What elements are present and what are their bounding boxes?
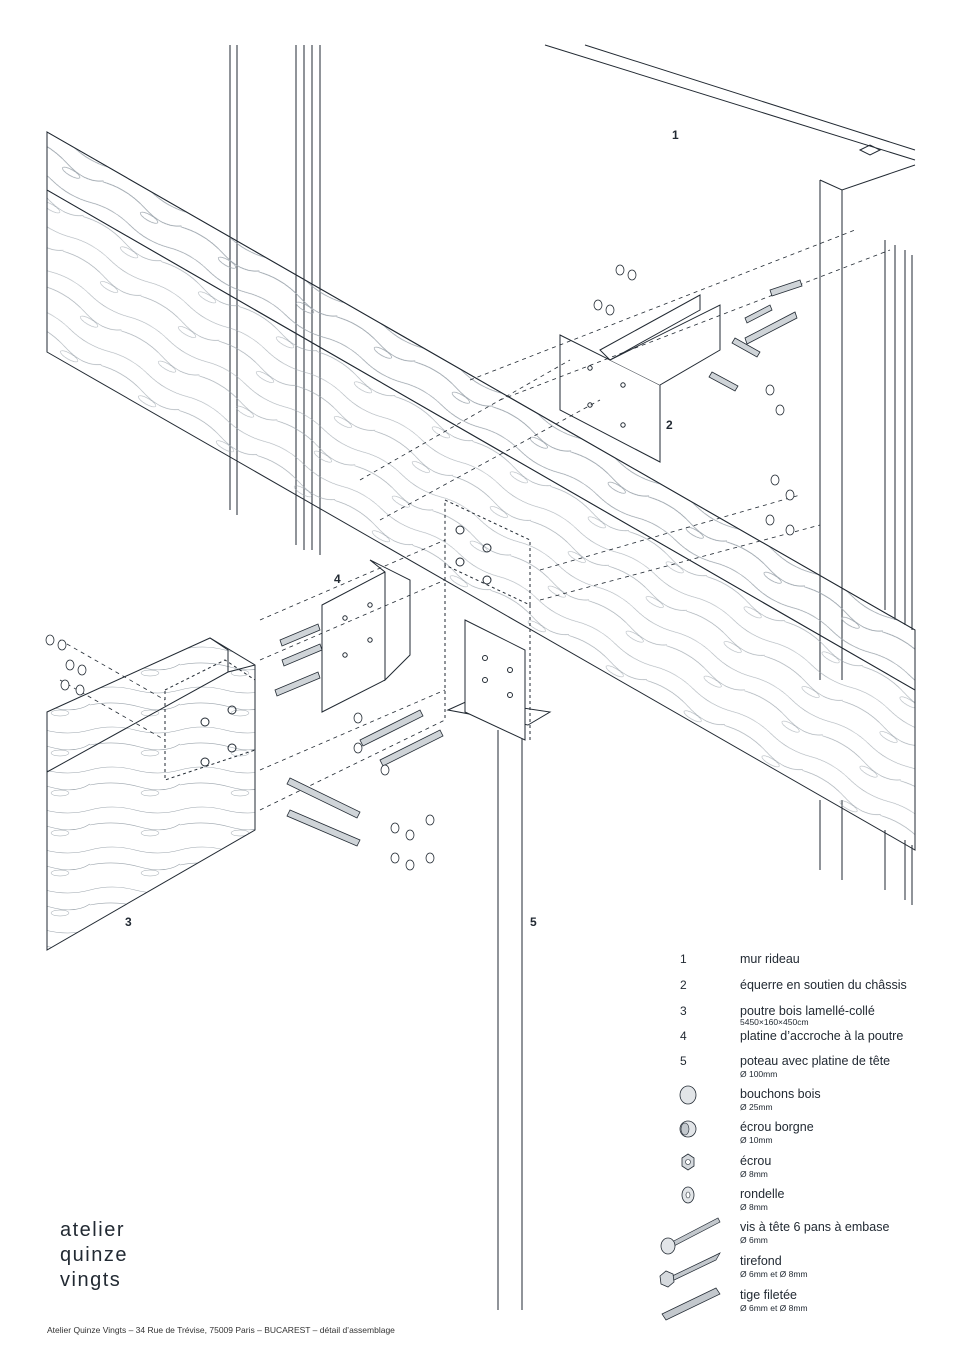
threaded-rod-icon <box>661 1287 721 1321</box>
legend-label: tige filetée <box>740 1288 797 1302</box>
legend-label: poteau avec platine de tête <box>740 1054 891 1068</box>
lag-screw-icon <box>659 1252 721 1288</box>
legend-sub: Ø 8mm <box>740 1169 768 1179</box>
hex-flange-screw-icon <box>660 1217 721 1255</box>
callout-2: 2 <box>666 418 673 432</box>
nuts-and-washers <box>45 264 795 871</box>
bracket <box>559 294 721 463</box>
callout-1: 1 <box>672 128 679 142</box>
hidden-notch <box>164 499 531 781</box>
legend-label: mur rideau <box>740 952 800 966</box>
legend-sub: Ø 100mm <box>740 1069 778 1079</box>
washer-icon <box>681 1186 695 1204</box>
nut-icon <box>681 1153 695 1171</box>
post <box>497 730 523 1310</box>
legend-label: rondelle <box>740 1187 785 1201</box>
post-head-plate <box>446 619 552 741</box>
legend-sub: Ø 8mm <box>740 1202 768 1212</box>
legend-label: écrou <box>740 1154 772 1168</box>
assembly-axes <box>59 229 891 811</box>
beam-plate <box>321 559 411 713</box>
legend-sub: Ø 25mm <box>740 1102 773 1112</box>
secondary-beam <box>46 637 256 951</box>
brand-line: vingts <box>60 1269 122 1291</box>
legend-label: poutre bois lamellé-collé <box>740 1004 875 1018</box>
callout-4: 4 <box>334 572 341 586</box>
brand-line: atelier <box>60 1219 125 1241</box>
legend-sub: Ø 6mm et Ø 8mm <box>740 1303 808 1313</box>
wood-plug-icon <box>679 1085 697 1105</box>
legend-sub: Ø 10mm <box>740 1135 773 1145</box>
legend-label: écrou borgne <box>740 1120 814 1134</box>
legend-sub: Ø 6mm et Ø 8mm <box>740 1269 808 1279</box>
brand-logotype: atelier quinze vingts <box>60 1218 128 1293</box>
legend-number: 2 <box>680 978 687 992</box>
legend-number: 1 <box>680 952 687 966</box>
brand-line: quinze <box>60 1244 128 1266</box>
footer-caption: Atelier Quinze Vingts – 34 Rue de Trévis… <box>47 1325 395 1335</box>
legend-label: platine d’accroche à la poutre <box>740 1029 904 1043</box>
legend-label: équerre en soutien du châssis <box>740 978 907 992</box>
legend-label: tirefond <box>740 1254 782 1268</box>
callout-3: 3 <box>125 915 132 929</box>
legend-number: 5 <box>680 1054 687 1068</box>
callout-5: 5 <box>530 915 537 929</box>
legend-sub: 5450×160×450cm <box>740 1017 809 1027</box>
legend-number: 3 <box>680 1004 687 1018</box>
notch-holes <box>200 525 492 767</box>
fasteners <box>274 279 803 847</box>
cap-nut-icon <box>679 1120 697 1138</box>
legend-label: vis à tête 6 pans à embase <box>740 1220 890 1234</box>
legend-sub: Ø 6mm <box>740 1235 768 1245</box>
legend-number: 4 <box>680 1029 687 1043</box>
legend-label: bouchons bois <box>740 1087 821 1101</box>
